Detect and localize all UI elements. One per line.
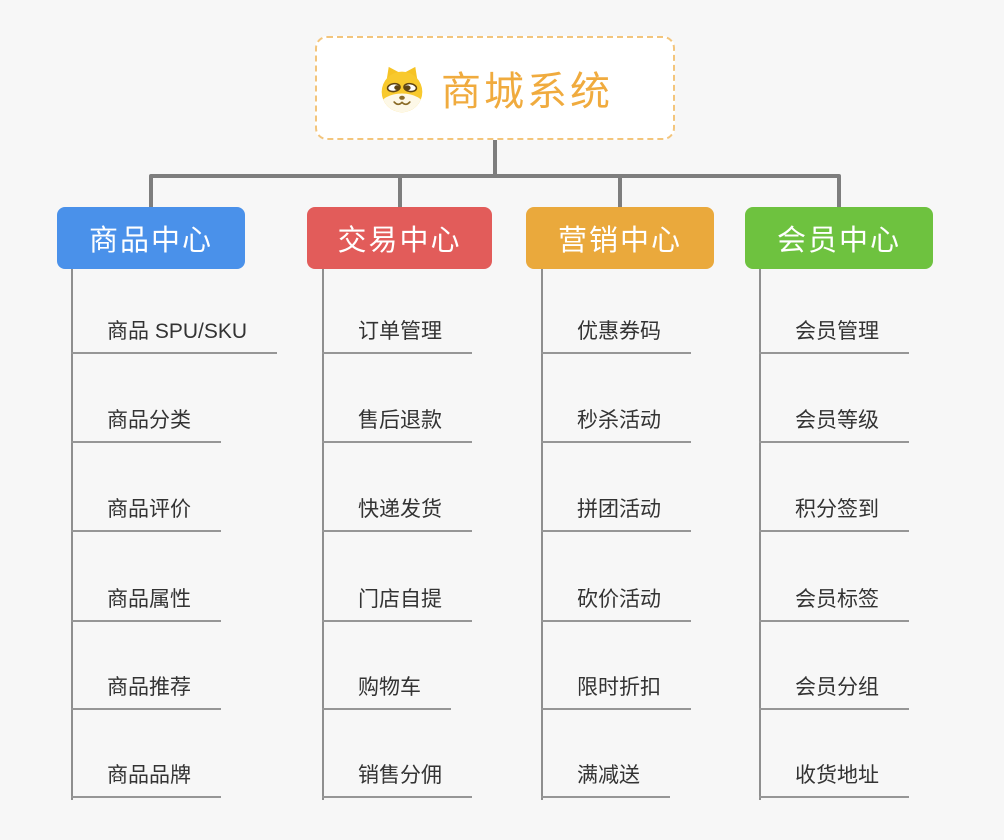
leaf-node-product-brand[interactable]: 商品品牌: [71, 765, 221, 798]
leaf-node-order-management[interactable]: 订单管理: [322, 321, 472, 354]
leaf-node-store-pickup[interactable]: 门店自提: [322, 589, 472, 622]
leaf-node-member-group[interactable]: 会员分组: [759, 677, 909, 710]
leaf-node-coupon-code[interactable]: 优惠券码: [541, 321, 691, 354]
leaf-node-shopping-cart[interactable]: 购物车: [322, 677, 451, 710]
leaf-node-member-level[interactable]: 会员等级: [759, 410, 909, 443]
connector-drop-product: [149, 176, 153, 207]
connector-drop-marketing: [618, 176, 622, 207]
leaf-node-product-review[interactable]: 商品评价: [71, 499, 221, 532]
leaf-node-flash-sale[interactable]: 秒杀活动: [541, 410, 691, 443]
branch-node-marketing-center[interactable]: 营销中心: [526, 207, 714, 269]
branch-stem-member: [759, 269, 761, 800]
branch-stem-marketing: [541, 269, 543, 800]
connector-horizontal-bar: [149, 174, 841, 178]
branch-node-member-center[interactable]: 会员中心: [745, 207, 933, 269]
branch-stem-trade: [322, 269, 324, 800]
leaf-node-product-category[interactable]: 商品分类: [71, 410, 221, 443]
leaf-node-shipping-address[interactable]: 收货地址: [759, 765, 909, 798]
leaf-node-member-tag[interactable]: 会员标签: [759, 589, 909, 622]
leaf-node-group-buy[interactable]: 拼团活动: [541, 499, 691, 532]
leaf-node-aftersale-refund[interactable]: 售后退款: [322, 410, 472, 443]
branch-label: 商品中心: [88, 225, 213, 257]
leaf-node-express-delivery[interactable]: 快递发货: [322, 499, 472, 532]
root-title: 商城系统: [441, 70, 613, 114]
branch-node-trade-center[interactable]: 交易中心: [307, 207, 492, 269]
connector-drop-trade: [398, 176, 402, 207]
branch-label: 会员中心: [776, 225, 901, 257]
leaf-node-full-reduction[interactable]: 满减送: [541, 765, 670, 798]
branch-node-product-center[interactable]: 商品中心: [57, 207, 245, 269]
leaf-node-sales-commission[interactable]: 销售分佣: [322, 765, 472, 798]
leaf-node-time-discount[interactable]: 限时折扣: [541, 677, 691, 710]
leaf-node-points-checkin[interactable]: 积分签到: [759, 499, 909, 532]
dog-face-icon: [377, 62, 427, 114]
branch-label: 营销中心: [557, 225, 682, 257]
leaf-node-product-spu-sku[interactable]: 商品 SPU/SKU: [71, 321, 278, 354]
connector-root-stem: [493, 140, 497, 178]
leaf-node-product-attribute[interactable]: 商品属性: [71, 589, 221, 622]
branch-stem-product: [71, 269, 73, 800]
leaf-node-product-recommend[interactable]: 商品推荐: [71, 677, 221, 710]
leaf-node-member-management[interactable]: 会员管理: [759, 321, 909, 354]
root-node[interactable]: 商城系统: [315, 36, 675, 140]
leaf-node-bargain-activity[interactable]: 砍价活动: [541, 589, 691, 622]
connector-drop-member: [837, 176, 841, 207]
branch-label: 交易中心: [337, 225, 462, 257]
